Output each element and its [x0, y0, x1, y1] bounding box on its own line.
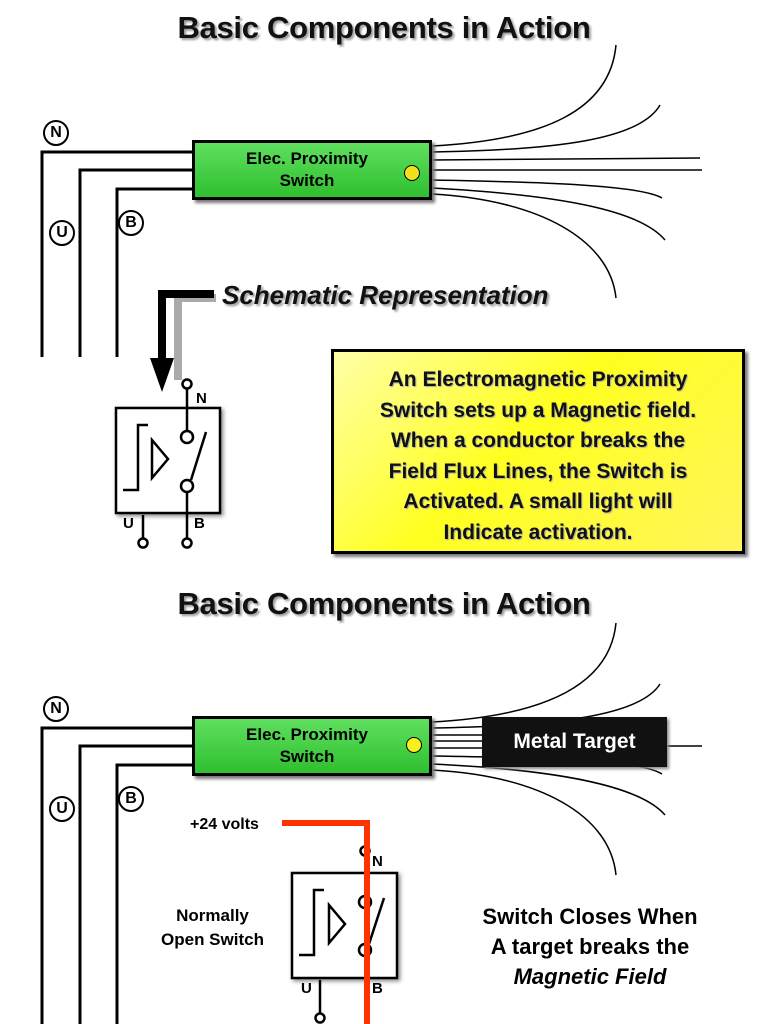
top-sensor-label-line1: Elec. Proximity: [246, 149, 368, 168]
top-schematic-u: U: [123, 515, 134, 532]
bottom-schematic-n: N: [372, 853, 383, 870]
schematic-representation-label: Schematic Representation: [222, 280, 549, 310]
bottom-proximity-sensor: Elec. Proximity Switch: [192, 716, 432, 776]
bottom-schematic-symbol: [290, 845, 399, 1024]
bottom-cables: [40, 726, 192, 1024]
bottom-terminal-u: U: [49, 796, 75, 822]
voltage-label: +24 volts: [190, 816, 259, 833]
top-terminal-b: B: [118, 210, 144, 236]
top-title: Basic Components in Action: [177, 10, 591, 45]
info-line: When a conductor breaks the: [390, 429, 686, 452]
bottom-indicator-light-icon: [406, 737, 422, 753]
bottom-title: Basic Components in Action: [177, 586, 591, 621]
caption-line2: A target breaks the: [490, 934, 690, 959]
top-terminal-n: N: [43, 120, 69, 146]
bottom-terminal-b: B: [118, 786, 144, 812]
top-indicator-light-icon: [404, 165, 420, 181]
caption-line3: Magnetic Field: [513, 964, 667, 989]
switch-type-line2: Open Switch: [161, 930, 264, 949]
top-schematic-n: N: [196, 390, 207, 407]
bottom-schematic-u: U: [301, 980, 312, 997]
top-schematic-b: B: [194, 515, 205, 532]
caption-line1: Switch Closes When: [482, 904, 698, 929]
bottom-schematic-b: B: [372, 980, 383, 997]
bottom-sensor-label-line2: Switch: [279, 747, 335, 766]
info-line: Field Flux Lines, the Switch is: [388, 459, 688, 483]
bottom-terminal-n: N: [43, 696, 69, 722]
switch-type-note: Normally Open Switch: [140, 904, 285, 952]
top-proximity-sensor: Elec. Proximity Switch: [192, 140, 432, 200]
top-schematic-symbol: [114, 378, 222, 549]
switch-caption: Switch Closes When A target breaks the M…: [440, 902, 740, 992]
metal-target: Metal Target: [482, 717, 667, 767]
info-box: An Electromagnetic Proximity Switch sets…: [331, 349, 745, 554]
info-line: Indicate activation.: [443, 520, 633, 544]
top-arrow-icon: [150, 290, 216, 392]
power-line: [282, 820, 370, 1024]
top-sensor-label-line2: Switch: [279, 171, 335, 190]
top-terminal-u: U: [49, 220, 75, 246]
info-line: Activated. A small light will: [403, 490, 673, 513]
switch-type-line1: Normally: [176, 906, 249, 925]
top-field-lines: [431, 44, 702, 299]
bottom-sensor-label-line1: Elec. Proximity: [246, 725, 368, 744]
info-line: Switch sets up a Magnetic field.: [379, 398, 697, 422]
info-line: An Electromagnetic Proximity: [388, 368, 688, 391]
top-cables: [40, 150, 192, 357]
